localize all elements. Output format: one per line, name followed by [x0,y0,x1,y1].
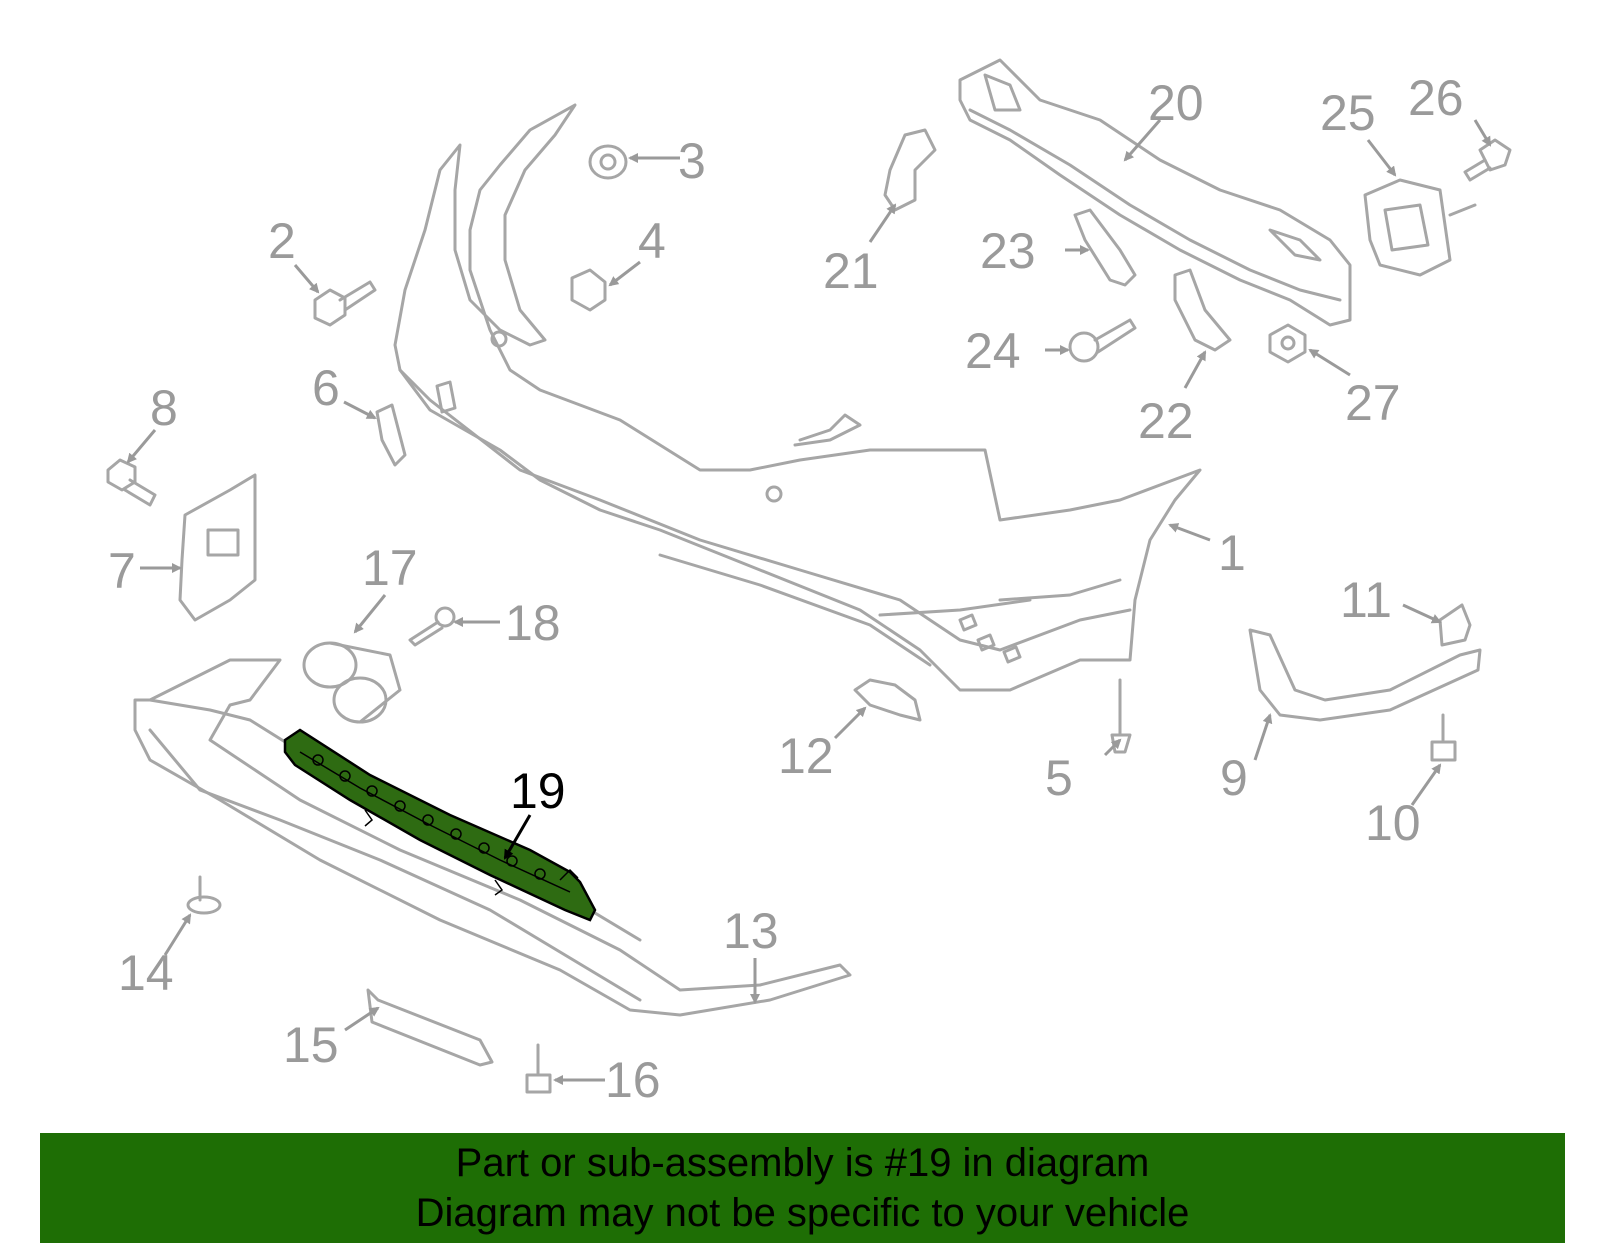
part-19-highlighted [283,728,597,922]
pin-part-5 [1110,678,1132,754]
bolt-part-26 [1463,138,1512,182]
callout-16: 16 [605,1052,661,1108]
strip-part-22 [1173,268,1232,352]
callout-numbers: 1 2 3 4 5 6 7 8 9 10 11 12 13 14 15 16 1… [108,70,1464,1108]
banner-line-part-reference: Part or sub-assembly is #19 in diagram [455,1141,1150,1185]
callout-17: 17 [362,540,418,596]
callout-27: 27 [1345,375,1401,431]
callout-12: 12 [778,728,834,784]
banner-line-disclaimer: Diagram may not be specific to your vehi… [415,1191,1190,1235]
bracket-part-7 [178,473,257,622]
callout-22: 22 [1138,393,1194,449]
bracket-part-9 [1248,628,1482,722]
callout-18: 18 [505,595,561,651]
callout-14: 14 [118,945,174,1001]
nut-part-4 [570,268,607,312]
clip-part-21 [883,128,937,212]
callout-1: 1 [1218,525,1246,581]
callout-10: 10 [1365,795,1421,851]
reinforcement-beam-part-20 [958,58,1352,327]
bumper-cover-part-1 [393,103,1202,692]
tip-part-17 [302,641,402,724]
clip-part-3 [588,144,628,180]
callout-24: 24 [965,323,1021,379]
callout-19: 19 [510,763,566,819]
callout-25: 25 [1320,85,1376,141]
callout-11: 11 [1340,572,1392,628]
callout-5: 5 [1045,750,1073,806]
callout-6: 6 [312,360,340,416]
screw-part-2 [313,280,377,327]
callout-9: 9 [1220,750,1248,806]
callout-21: 21 [823,243,879,299]
bolt-part-24 [1068,318,1137,363]
clip-part-11 [1438,603,1472,647]
parts-diagram: 1 2 3 4 5 6 7 8 9 10 11 12 13 14 15 16 1… [106,58,1512,1108]
callout-7: 7 [108,543,136,599]
callout-23: 23 [980,223,1036,279]
callout-20: 20 [1148,75,1204,131]
screw-part-16 [525,1043,552,1094]
bracket-part-25 [1363,178,1477,277]
strip-part-23 [1073,208,1137,287]
bolt-part-8 [106,458,157,507]
callout-15: 15 [283,1017,339,1073]
callout-2: 2 [268,213,296,269]
info-banner: Part or sub-assembly is #19 in diagram D… [40,1133,1565,1243]
callout-3: 3 [678,133,706,189]
screw-part-18 [408,606,456,647]
callout-8: 8 [150,380,178,436]
cover-part-12 [853,678,922,722]
strip-part-15 [366,988,494,1067]
cover-part-6 [375,403,407,467]
callout-26: 26 [1408,70,1464,126]
screw-part-10 [1430,713,1457,762]
callout-13: 13 [723,903,779,959]
screw-part-14 [186,875,222,915]
callout-4: 4 [638,213,666,269]
leader-lines [126,119,1492,1085]
nut-part-27 [1268,323,1307,364]
